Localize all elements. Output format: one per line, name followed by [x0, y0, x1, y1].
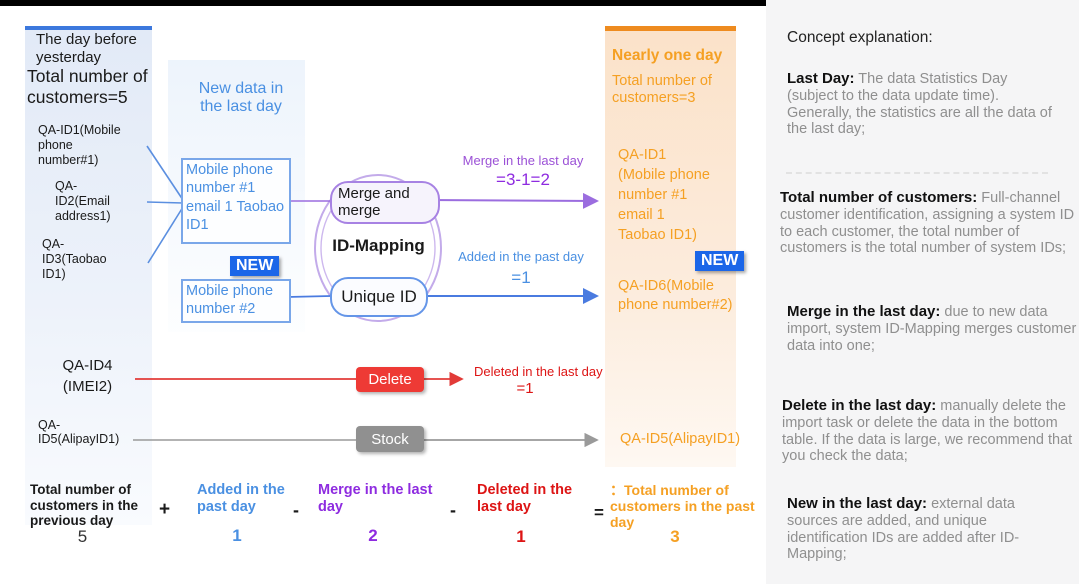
explanation-new-text: external data sources are added, and uni…	[787, 496, 1020, 563]
new-data-label: New data in the last day	[198, 80, 284, 116]
explanation-last-day-text: The data Statistics Day (subject to the …	[787, 71, 1052, 138]
formula-term-deleted-value: 1	[516, 527, 526, 546]
deleted-arrow-label: Deleted in the last day	[474, 364, 603, 379]
previous-day-top-bar	[25, 26, 152, 30]
merge-arrow	[425, 192, 599, 209]
explanation-merge: Merge in the last day: due to new data i…	[787, 303, 1079, 354]
formula-term-added-label: Added in the past day	[197, 482, 285, 515]
new-badge-right: NEW	[695, 251, 745, 271]
stock-target-label: QA-ID5(AlipayID1)	[620, 431, 741, 447]
result-qa-id6: QA-ID6(Mobile phone number#2)	[618, 278, 733, 313]
explanation-new-term: New in the last day:	[787, 495, 928, 512]
result-day-top-bar	[605, 26, 736, 31]
result-day-total: Total number of customers=3	[612, 73, 712, 107]
formula-minus-operator-2: -	[450, 500, 456, 520]
previous-day-total: Total number of customers=5	[27, 66, 148, 107]
explanation-merge-term: Merge in the last day:	[787, 303, 941, 320]
formula-term-deleted-label: Deleted in the last day	[477, 482, 573, 515]
formula-term-result-value: 3	[670, 527, 680, 546]
formula-term-added-value: 1	[232, 526, 242, 545]
formula-term-merged-label: Merge in the last day	[318, 482, 433, 515]
new-badge-left: NEW	[230, 256, 280, 276]
explanation-last-day-term: Last Day:	[787, 70, 855, 87]
result-qa-id1: QA-ID1 (Mobile phone number #1 email 1 T…	[618, 147, 710, 243]
formula-term-merged-value: 2	[368, 526, 378, 545]
concept-explanation-panel	[766, 0, 1079, 584]
stock-badge: Stock	[356, 426, 424, 452]
result-day-header: Nearly one day	[612, 47, 723, 64]
explanation-total-customers-term: Total number of customers:	[780, 189, 978, 206]
explanation-delete: Delete in the last day: manually delete …	[782, 397, 1079, 465]
explanation-new: New in the last day: external data sourc…	[787, 495, 1023, 563]
formula-term-result-label: ：Total number of customers in the past d…	[610, 482, 755, 531]
unique-id-pill: Unique ID	[330, 277, 428, 317]
customer-qa-id5: QA- ID5(AlipayID1)	[38, 418, 120, 447]
id-mapping-label: ID-Mapping	[332, 236, 425, 255]
top-black-bar	[0, 0, 766, 6]
previous-day-header: The day before yesterday	[36, 31, 137, 66]
formula-plus-operator: +	[159, 499, 171, 520]
explanation-total-customers: Total number of customers: Full-channel …	[780, 189, 1079, 257]
delete-badge: Delete	[356, 367, 424, 392]
explanation-divider	[786, 172, 1048, 174]
explanation-merge-text: due to new data import, system ID-Mappin…	[787, 304, 1077, 354]
explanation-delete-text: manually delete the import task or delet…	[782, 398, 1073, 465]
concept-explanation-title: Concept explanation:	[787, 29, 933, 46]
customer-qa-id4: QA-ID4 (IMEI2)	[62, 357, 113, 395]
result-day-panel	[605, 30, 736, 467]
explanation-total-customers-text: Full-channel customer identification, as…	[780, 190, 1075, 257]
explanation-delete-term: Delete in the last day:	[782, 397, 937, 414]
formula-term-previous-value: 5	[77, 527, 88, 546]
customer-qa-id3: QA- ID3(Taobao ID1)	[42, 237, 107, 281]
formula-minus-operator-1: -	[293, 500, 299, 520]
merge-arrow-value: =3-1=2	[496, 170, 550, 189]
merge-and-merge-pill: Merge and merge	[330, 181, 440, 224]
customer-qa-id2: QA- ID2(Email address1)	[55, 179, 111, 223]
formula-term-previous-label: Total number of customers in the previou…	[30, 482, 139, 529]
customer-qa-id1: QA-ID1(Mobile phone number#1)	[38, 123, 121, 167]
previous-day-panel	[25, 30, 152, 525]
merge-arrow-label: Merge in the last day	[462, 153, 584, 168]
formula-equals-operator: =	[594, 503, 604, 522]
new-identity-box: Mobile phone number #2	[181, 279, 291, 323]
added-arrow-value: =1	[511, 268, 531, 287]
deleted-arrow-value: =1	[516, 380, 534, 397]
explanation-last-day: Last Day: The data Statistics Day (subje…	[787, 70, 1061, 138]
added-arrow-label: Added in the past day	[458, 249, 584, 264]
merged-identity-box: Mobile phone number #1 email 1 Taobao ID…	[181, 158, 291, 244]
